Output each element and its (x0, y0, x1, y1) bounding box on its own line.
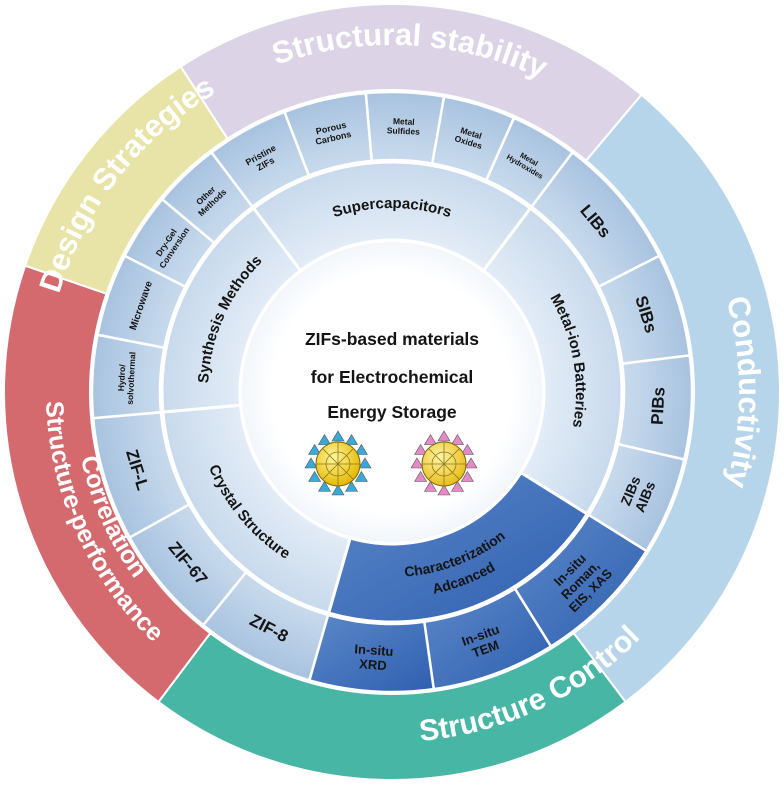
zif8-molecule-icon (304, 430, 372, 496)
center-title-line-2: for Electrochemical (311, 367, 473, 387)
zif67-molecule-icon (410, 430, 478, 496)
item-in-situ-xrd-label: In-situXRD (353, 641, 394, 673)
category-metal-ion-batteries-segment (481, 206, 624, 516)
item-other-methods-segment (160, 150, 255, 245)
outer-sector-conductivity (572, 93, 781, 704)
item-pibs-label: PIBs (648, 387, 669, 426)
center-title-line-1: ZIFs-based materials (305, 329, 479, 349)
item-hydro-solvothermal-label: Hydro/solvothermal (115, 351, 137, 405)
category-synthesis-methods-segment (160, 206, 303, 414)
outer-sector-design-strategies (23, 65, 229, 295)
center-layer: ZIFs-based materials for Electrochemical… (242, 242, 542, 542)
item-metal-sulfides-label: MetalSulfides (387, 116, 421, 137)
center-title-line-3: Energy Storage (327, 402, 457, 422)
center-disc (242, 242, 542, 542)
